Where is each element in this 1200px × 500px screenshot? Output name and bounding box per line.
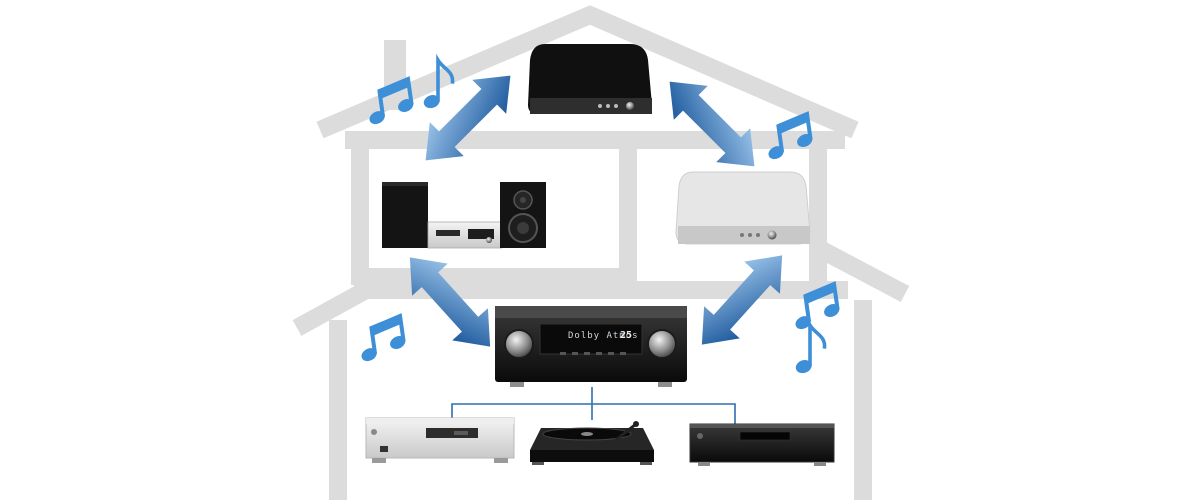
music-note-icon: [352, 313, 412, 367]
hifi-system-icon: [382, 182, 546, 249]
music-note-icon: [792, 323, 827, 378]
av-receiver-icon: Dolby Atmos 25: [495, 306, 687, 387]
cd-player-icon: [365, 417, 515, 463]
blu-ray-player-icon: [689, 423, 835, 466]
connection-lines: [451, 387, 736, 424]
wireless-speaker-icon: [528, 44, 652, 114]
turntable-icon: [530, 421, 654, 465]
bidirectional-arrow-icon: [392, 241, 508, 363]
amp-display-line1: Dolby Atmos: [568, 331, 639, 341]
bidirectional-arrow-icon: [684, 239, 800, 361]
amp-display-line2: 25: [620, 330, 632, 341]
wireless-speaker-icon: [675, 171, 811, 245]
